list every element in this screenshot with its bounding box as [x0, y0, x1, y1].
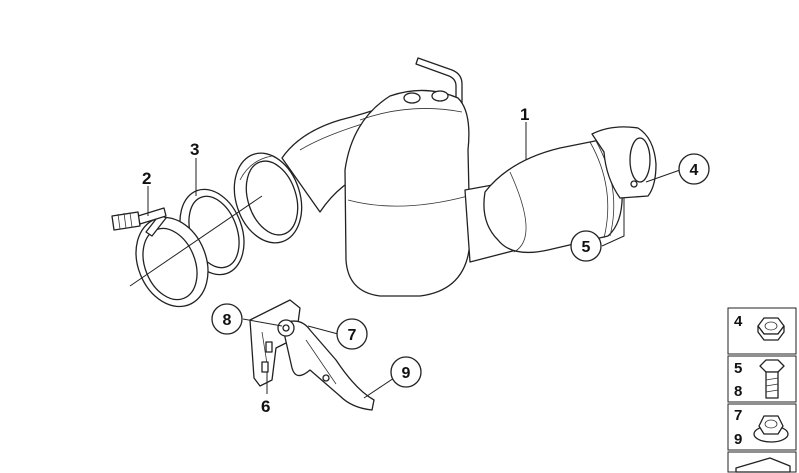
fastener-legend: 4 5 8 7 9 [727, 307, 797, 473]
svg-text:5: 5 [582, 239, 591, 256]
wedge-icon [735, 457, 791, 473]
legend-number-7: 7 [734, 407, 742, 424]
callout-8: 8 [211, 303, 243, 335]
leader-lines [129, 122, 681, 399]
legend-number-8: 8 [734, 383, 742, 400]
plain-callouts: 1 2 3 6 [142, 105, 529, 416]
svg-text:7: 7 [348, 327, 357, 344]
nut-icon [757, 317, 785, 341]
callout-4: 4 [678, 153, 710, 185]
callout-7: 7 [336, 318, 368, 350]
legend-number-4: 4 [734, 313, 743, 330]
svg-text:4: 4 [690, 162, 699, 179]
catalytic-converter-assembly [233, 57, 657, 297]
callout-2: 2 [142, 169, 151, 188]
bolt-icon [759, 359, 785, 399]
circled-callouts: 4 5 7 8 9 [211, 153, 710, 388]
callout-9: 9 [390, 356, 422, 388]
v-band-clamp [111, 207, 209, 308]
support-arm [277, 319, 375, 411]
flange-nut-icon [753, 415, 789, 443]
svg-text:8: 8 [223, 312, 232, 329]
legend-number-9: 9 [734, 431, 742, 448]
svg-text:9: 9 [402, 365, 411, 382]
callout-3: 3 [190, 140, 199, 159]
callout-5: 5 [570, 230, 602, 262]
legend-number-5: 5 [734, 360, 742, 377]
callout-1: 1 [520, 105, 529, 124]
callout-6: 6 [261, 397, 270, 416]
